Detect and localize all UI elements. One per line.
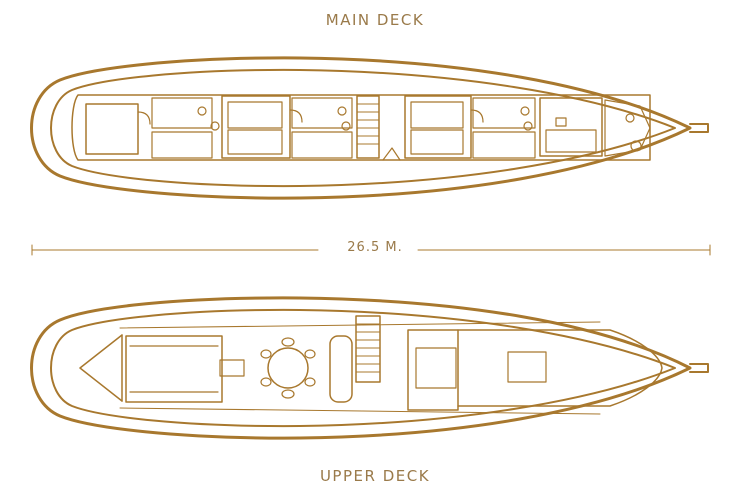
main-deck-bath-1 [151, 97, 213, 129]
upper-deck-lounge-cushions [129, 345, 219, 393]
upper-deck-chair-4 [304, 349, 316, 359]
main-deck-bowsprit [689, 123, 709, 133]
main-deck-cabin-outline [71, 94, 651, 161]
main-deck-cabin-1-door [137, 111, 151, 125]
main-deck-crew-bunk [545, 129, 597, 153]
main-deck-cabin-2 [221, 95, 291, 159]
main-deck-crew-cabin [539, 97, 603, 157]
main-deck-stair-arrow [382, 147, 401, 161]
upper-deck-chair-5 [260, 377, 272, 387]
length-label: 26.5 M. [347, 240, 403, 255]
upper-deck-bar-counter [329, 335, 353, 403]
upper-deck-dining-table [267, 347, 309, 389]
main-deck-stair-treads [356, 103, 380, 145]
main-deck-hull-outer [30, 56, 692, 200]
main-deck-toilet-1 [197, 106, 207, 116]
main-deck-toilet-3 [520, 106, 530, 116]
main-deck-bed-3 [410, 101, 464, 129]
main-deck-sink-2 [341, 121, 351, 131]
main-deck-cabin-1 [85, 103, 139, 155]
upper-deck-rail-top [119, 321, 601, 329]
upper-deck-chair-2 [281, 389, 295, 399]
main-deck-title: MAIN DECK [325, 11, 425, 29]
upper-deck-title: UPPER DECK [319, 467, 431, 485]
upper-deck-stair-treads [355, 323, 381, 373]
main-deck-toilet-2 [337, 106, 347, 116]
main-deck-stairs [356, 95, 380, 159]
main-deck-bed-2 [227, 101, 283, 129]
upper-deck-bowsprit [689, 363, 709, 373]
upper-deck-rail-bottom [119, 407, 601, 415]
upper-deck-chair-3 [260, 349, 272, 359]
main-deck-crew-toilet [630, 140, 642, 152]
upper-deck-lounge [125, 335, 223, 403]
upper-deck-stern-seating [79, 334, 123, 402]
main-deck-plan [30, 56, 709, 200]
main-deck-bath-5 [472, 97, 536, 129]
upper-deck-plan [30, 296, 709, 440]
upper-deck-stairs [355, 315, 381, 383]
main-deck-hull-inner [50, 68, 676, 188]
upper-deck-helm [219, 359, 245, 377]
main-deck-bath-3 [291, 97, 353, 129]
main-deck-crew-sink [625, 113, 635, 123]
upper-deck-skylight [507, 351, 547, 383]
upper-deck-wheelhouse [407, 329, 459, 411]
main-deck-cabin-3 [404, 95, 472, 159]
length-dimension-line [31, 244, 711, 256]
main-deck-forepeak [604, 99, 651, 157]
upper-deck-hull-outer [30, 296, 692, 440]
main-deck-bath-4 [291, 131, 353, 159]
main-deck-sink-3 [523, 121, 533, 131]
main-deck-bath-6 [472, 131, 536, 159]
upper-deck-sundeck [457, 329, 663, 407]
upper-deck-wheelhouse-inner [415, 347, 457, 389]
main-deck-crew-locker [555, 117, 567, 127]
upper-deck-hull-inner [50, 308, 676, 428]
upper-deck-chair-6 [304, 377, 316, 387]
main-deck-bath-2 [151, 131, 213, 159]
main-deck-bed-3b [410, 129, 464, 155]
main-deck-sink-1 [210, 121, 220, 131]
upper-deck-chair-1 [281, 337, 295, 347]
main-deck-bed-2b [227, 129, 283, 155]
